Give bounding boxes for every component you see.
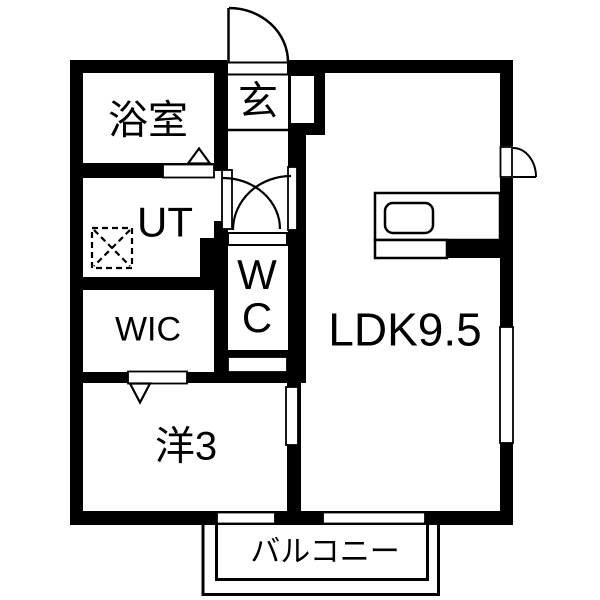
toilet-doorway-sill: [227, 232, 288, 246]
western-room-window: [216, 511, 276, 525]
washing-machine-pan-icon: [90, 226, 134, 270]
wall-left: [70, 60, 83, 525]
bathroom-label: 浴室: [108, 98, 188, 143]
wall-top-left: [70, 60, 227, 73]
balcony-inner-edge: [215, 524, 429, 581]
wall-ut-bottom: [70, 277, 214, 290]
ldk-side-window: [499, 326, 514, 444]
utility-label: UT: [137, 198, 193, 246]
kitchen-counter-stub: [447, 240, 500, 258]
exterior-door-swing-icon: [512, 147, 537, 178]
entrance-door-swing-icon: [228, 6, 290, 63]
closet-door-triangle-icon: [128, 382, 152, 405]
kitchen-counter-lower: [373, 238, 449, 260]
walk-in-closet-label: WIC: [114, 310, 182, 349]
wall-right: [500, 60, 513, 525]
wall-bottom: [70, 511, 513, 525]
toilet-label: W C: [237, 251, 277, 341]
toilet-plumbing-inset: [227, 356, 288, 373]
exterior-door-leaf: [499, 146, 513, 178]
toilet-door-swing-icon: [231, 174, 292, 231]
balcony-outer-rail: [201, 524, 440, 596]
entrance-label: 玄: [238, 79, 278, 124]
bathroom-door-triangle-icon: [185, 146, 213, 165]
balcony-label: バルコニー: [250, 535, 400, 569]
bathroom-door: [162, 163, 215, 179]
ldk-label: LDK9.5: [328, 303, 482, 356]
utility-door-leaf: [221, 169, 233, 230]
entrance-doorway-sill: [226, 61, 289, 76]
western-room-sliding-door: [285, 386, 299, 446]
closet-door: [127, 370, 188, 385]
utility-door-swing-icon: [222, 176, 282, 230]
toilet-door-leaf: [287, 166, 298, 231]
wall-top-right: [288, 60, 512, 73]
kitchen-sink-icon: [383, 201, 435, 235]
wall-bath-corridor: [214, 73, 228, 171]
entry-cabinet-inset: [291, 76, 314, 123]
western-room-label: 洋3: [154, 424, 218, 469]
ldk-balcony-window: [322, 511, 426, 525]
